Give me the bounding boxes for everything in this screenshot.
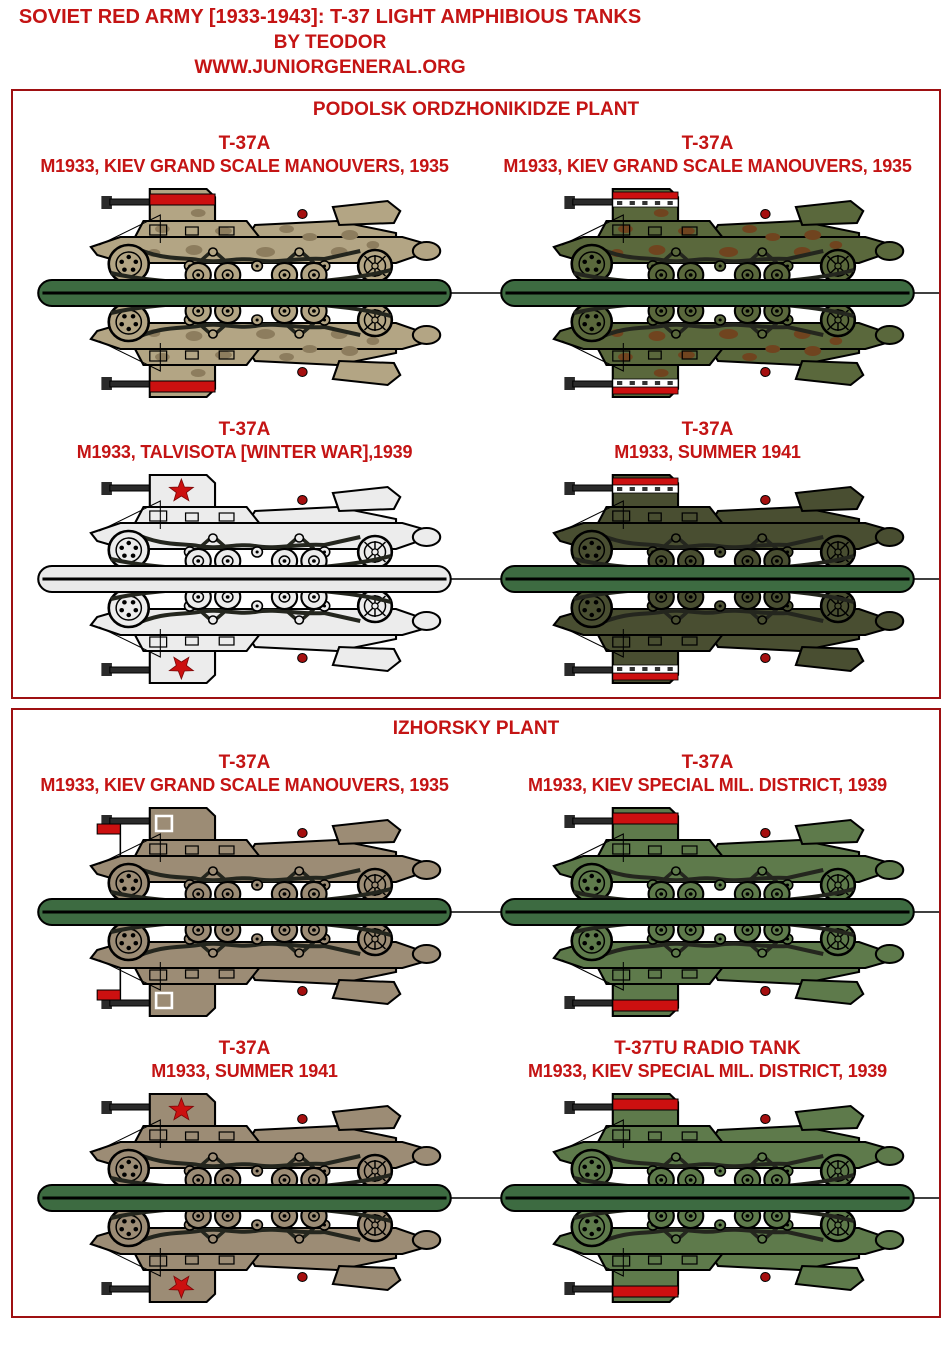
tank-unit: T-37A M1933, KIEV SPECIAL MIL. DISTRICT,… (476, 742, 939, 1028)
plant-section-podolsk: PODOLSK ORDZHONIKIDZE PLANT T-37A M1933,… (11, 89, 941, 699)
tank-name: T-37TU RADIO TANK (614, 1038, 801, 1059)
tank-caption: M1933, KIEV GRAND SCALE MANOUVERS, 1935 (503, 156, 912, 176)
plant-section-izhorsky: IZHORSKY PLANT T-37A M1933, KIEV GRAND S… (11, 708, 941, 1318)
tank-row: T-37A M1933, KIEV GRAND SCALE MANOUVERS,… (13, 742, 939, 1028)
tank-unit: T-37A M1933, SUMMER 1941 (476, 409, 939, 695)
page-website: WWW.JUNIORGENERAL.ORG (194, 57, 466, 78)
tank-unit: T-37A M1933, SUMMER 1941 (13, 1028, 476, 1314)
tank-unit: T-37TU RADIO TANK M1933, KIEV SPECIAL MI… (476, 1028, 939, 1314)
plant-header: IZHORSKY PLANT (392, 718, 560, 739)
tank-unit: T-37A M1933, KIEV GRAND SCALE MANOUVERS,… (13, 742, 476, 1028)
tank-caption: M1933, KIEV SPECIAL MIL. DISTRICT, 1939 (528, 1061, 887, 1081)
tank-figure (476, 463, 939, 695)
tank-name: T-37A (681, 133, 734, 154)
plant-header: PODOLSK ORDZHONIKIDZE PLANT (312, 99, 640, 120)
tank-caption: M1933, TALVISOTA [WINTER WAR],1939 (76, 442, 413, 462)
page-header: SOVIET RED ARMY [1933-1943]: T-37 LIGHT … (0, 0, 660, 80)
page-byline: BY TEODOR (273, 32, 387, 53)
tank-name: T-37A (218, 1038, 271, 1059)
page-title: SOVIET RED ARMY [1933-1943]: T-37 LIGHT … (18, 6, 642, 28)
tank-figure (13, 463, 476, 695)
tank-name: T-37A (218, 419, 271, 440)
tank-caption: M1933, KIEV GRAND SCALE MANOUVERS, 1935 (40, 775, 449, 795)
tank-row: T-37A M1933, KIEV GRAND SCALE MANOUVERS,… (13, 123, 939, 409)
tank-unit: T-37A M1933, KIEV GRAND SCALE MANOUVERS,… (476, 123, 939, 409)
tank-figure (13, 177, 476, 409)
tank-name: T-37A (681, 419, 734, 440)
tank-unit: T-37A M1933, TALVISOTA [WINTER WAR],1939 (13, 409, 476, 695)
tank-caption: M1933, KIEV GRAND SCALE MANOUVERS, 1935 (40, 156, 449, 176)
tank-figure (13, 796, 476, 1028)
tank-figure (476, 1082, 939, 1314)
tank-figure (476, 177, 939, 409)
tank-figure (13, 1082, 476, 1314)
tank-name: T-37A (218, 752, 271, 773)
tank-unit: T-37A M1933, KIEV GRAND SCALE MANOUVERS,… (13, 123, 476, 409)
tank-figure (476, 796, 939, 1028)
tank-name: T-37A (218, 133, 271, 154)
tank-caption: M1933, SUMMER 1941 (151, 1061, 338, 1081)
tank-caption: M1933, KIEV SPECIAL MIL. DISTRICT, 1939 (528, 775, 887, 795)
tank-row: T-37A M1933, SUMMER 1941 (13, 1028, 939, 1314)
tank-caption: M1933, SUMMER 1941 (614, 442, 801, 462)
tank-name: T-37A (681, 752, 734, 773)
tank-row: T-37A M1933, TALVISOTA [WINTER WAR],1939 (13, 409, 939, 695)
